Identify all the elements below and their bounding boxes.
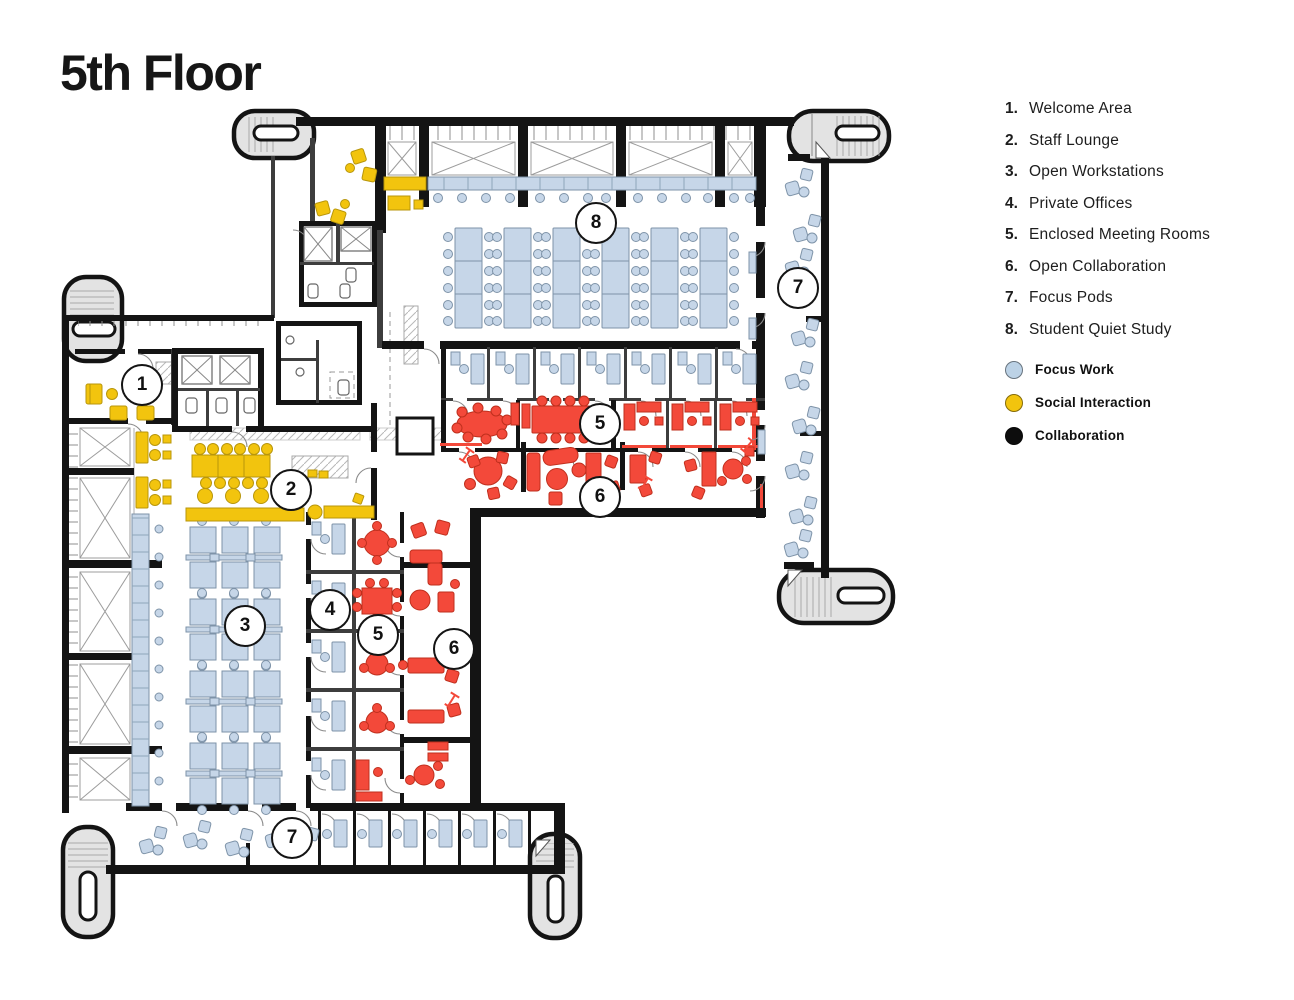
legend-item-focus-pods: 7. Focus Pods: [1005, 289, 1265, 307]
legend-item-number: 1.: [1005, 100, 1018, 117]
stairwell-top-left: [231, 108, 317, 161]
legend-item-open-collaboration: 6. Open Collaboration: [1005, 258, 1265, 276]
legend-item-label: Staff Lounge: [1029, 131, 1120, 149]
legend-item-number: 5.: [1005, 226, 1018, 243]
legend-item-staff-lounge: 2. Staff Lounge: [1005, 132, 1265, 150]
legend-item-label: Open Workstations: [1029, 163, 1164, 180]
legend: 1. Welcome Area 2. Staff Lounge 3. Open …: [1005, 100, 1265, 460]
page-title: 5th Floor: [60, 45, 262, 101]
social-interaction-swatch-icon: [1005, 393, 1023, 412]
room-badge-1-0: 1: [121, 364, 163, 406]
zone-open-workstations: [131, 513, 283, 815]
focus-work-swatch-icon: [1005, 360, 1023, 379]
stairwell-top-right: [786, 108, 892, 164]
legend-item-label: Private Offices: [1029, 194, 1133, 212]
legend-item-enclosed-meeting-rooms: 5. Enclosed Meeting Rooms: [1005, 226, 1265, 244]
legend-item-private-offices: 4. Private Offices: [1005, 195, 1265, 213]
room-badge-7-8: 7: [777, 267, 819, 309]
legend-item-label: Open Collaboration: [1029, 257, 1167, 275]
room-badge-6-7: 6: [579, 476, 621, 518]
legend-item-label: Enclosed Meeting Rooms: [1029, 226, 1211, 243]
swatch-collaboration: Collaboration: [1005, 426, 1265, 445]
swatch-label: Collaboration: [1035, 428, 1125, 443]
zone-welcome-area: [85, 148, 427, 421]
collaboration-swatch-icon: [1005, 426, 1023, 445]
room-badge-4-3: 4: [309, 589, 351, 631]
legend-item-label: Student Quiet Study: [1029, 320, 1172, 338]
legend-item-label: Focus Pods: [1029, 289, 1113, 306]
room-badge-8-10: 8: [575, 202, 617, 244]
room-badge-6-5: 6: [433, 628, 475, 670]
legend-item-number: 6.: [1005, 257, 1018, 275]
zone-enclosed-meeting-rooms: [352, 395, 760, 802]
stairwell-bottom-left: [60, 824, 116, 940]
room-badge-7-9: 7: [271, 817, 313, 859]
room-badge-5-4: 5: [357, 614, 399, 656]
zone-staff-lounge: [135, 431, 375, 522]
swatch-focus-work: Focus Work: [1005, 360, 1265, 379]
legend-item-student-quiet-study: 8. Student Quiet Study: [1005, 321, 1265, 339]
hatched-zones: [155, 305, 446, 479]
room-badge-2-1: 2: [270, 469, 312, 511]
core-fixtures: [181, 226, 372, 414]
room-badge-5-6: 5: [579, 403, 621, 445]
legend-item-number: 8.: [1005, 320, 1018, 338]
swatch-label: Focus Work: [1035, 362, 1115, 377]
legend-item-open-workstations: 3. Open Workstations: [1005, 163, 1265, 181]
legend-item-number: 7.: [1005, 289, 1018, 306]
swatch-social-interaction: Social Interaction: [1005, 393, 1265, 412]
zone-student-quiet-study: [427, 176, 766, 455]
swatch-label: Social Interaction: [1035, 395, 1152, 410]
legend-item-welcome-area: 1. Welcome Area: [1005, 100, 1265, 118]
legend-swatches: Focus Work Social Interaction Collaborat…: [1005, 360, 1265, 445]
legend-item-number: 2.: [1005, 131, 1018, 149]
zone-open-collaboration: [398, 436, 757, 789]
legend-item-number: 4.: [1005, 194, 1018, 212]
room-badge-3-2: 3: [224, 605, 266, 647]
legend-item-number: 3.: [1005, 163, 1018, 180]
stairwell-bottom-right: [776, 567, 896, 626]
legend-item-label: Welcome Area: [1029, 100, 1132, 117]
facade-bands: [66, 124, 755, 806]
